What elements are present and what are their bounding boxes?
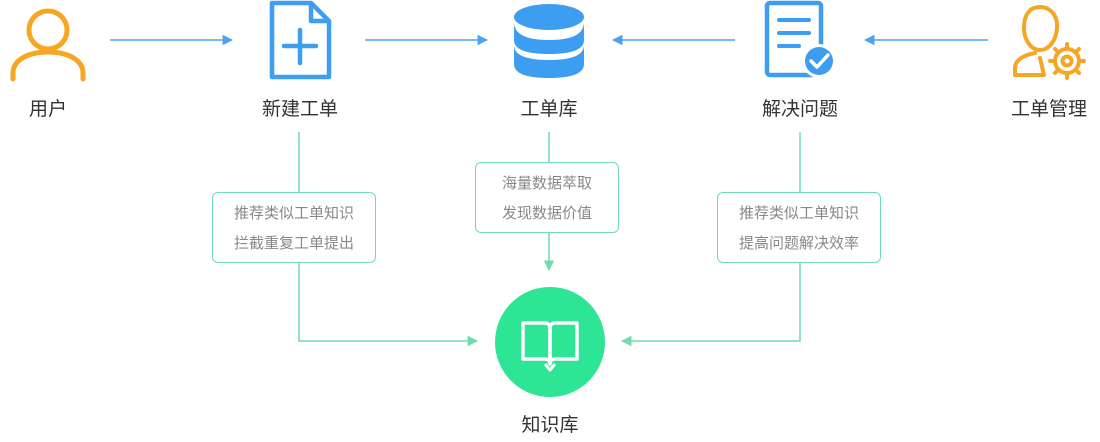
user-icon [10,8,86,82]
label-new-ticket: 新建工单 [261,98,339,120]
note-right-line-2: 提高问题解决效率 [738,233,859,252]
label-knowledge-base: 知识库 [521,414,579,436]
note-left: 推荐类似工单知识 拦截重复工单提出 [212,192,376,263]
note-middle-line-1: 海量数据萃取 [501,173,592,192]
user-gear-icon [1013,5,1086,80]
note-middle: 海量数据萃取 发现数据价值 [475,162,619,233]
label-resolve: 解决问题 [761,98,839,120]
note-middle-line-2: 发现数据价值 [501,203,592,222]
label-ticket-db: 工单库 [520,98,578,120]
database-icon [514,4,584,78]
label-ticket-admin: 工单管理 [1010,98,1088,120]
new-document-icon [269,0,332,80]
note-right: 推荐类似工单知识 提高问题解决效率 [717,192,881,263]
book-icon [495,287,605,397]
note-left-line-2: 拦截重复工单提出 [233,233,354,252]
checked-document-icon [764,0,836,78]
label-user: 用户 [28,98,68,120]
note-left-line-1: 推荐类似工单知识 [233,203,354,222]
note-right-line-1: 推荐类似工单知识 [738,203,859,222]
